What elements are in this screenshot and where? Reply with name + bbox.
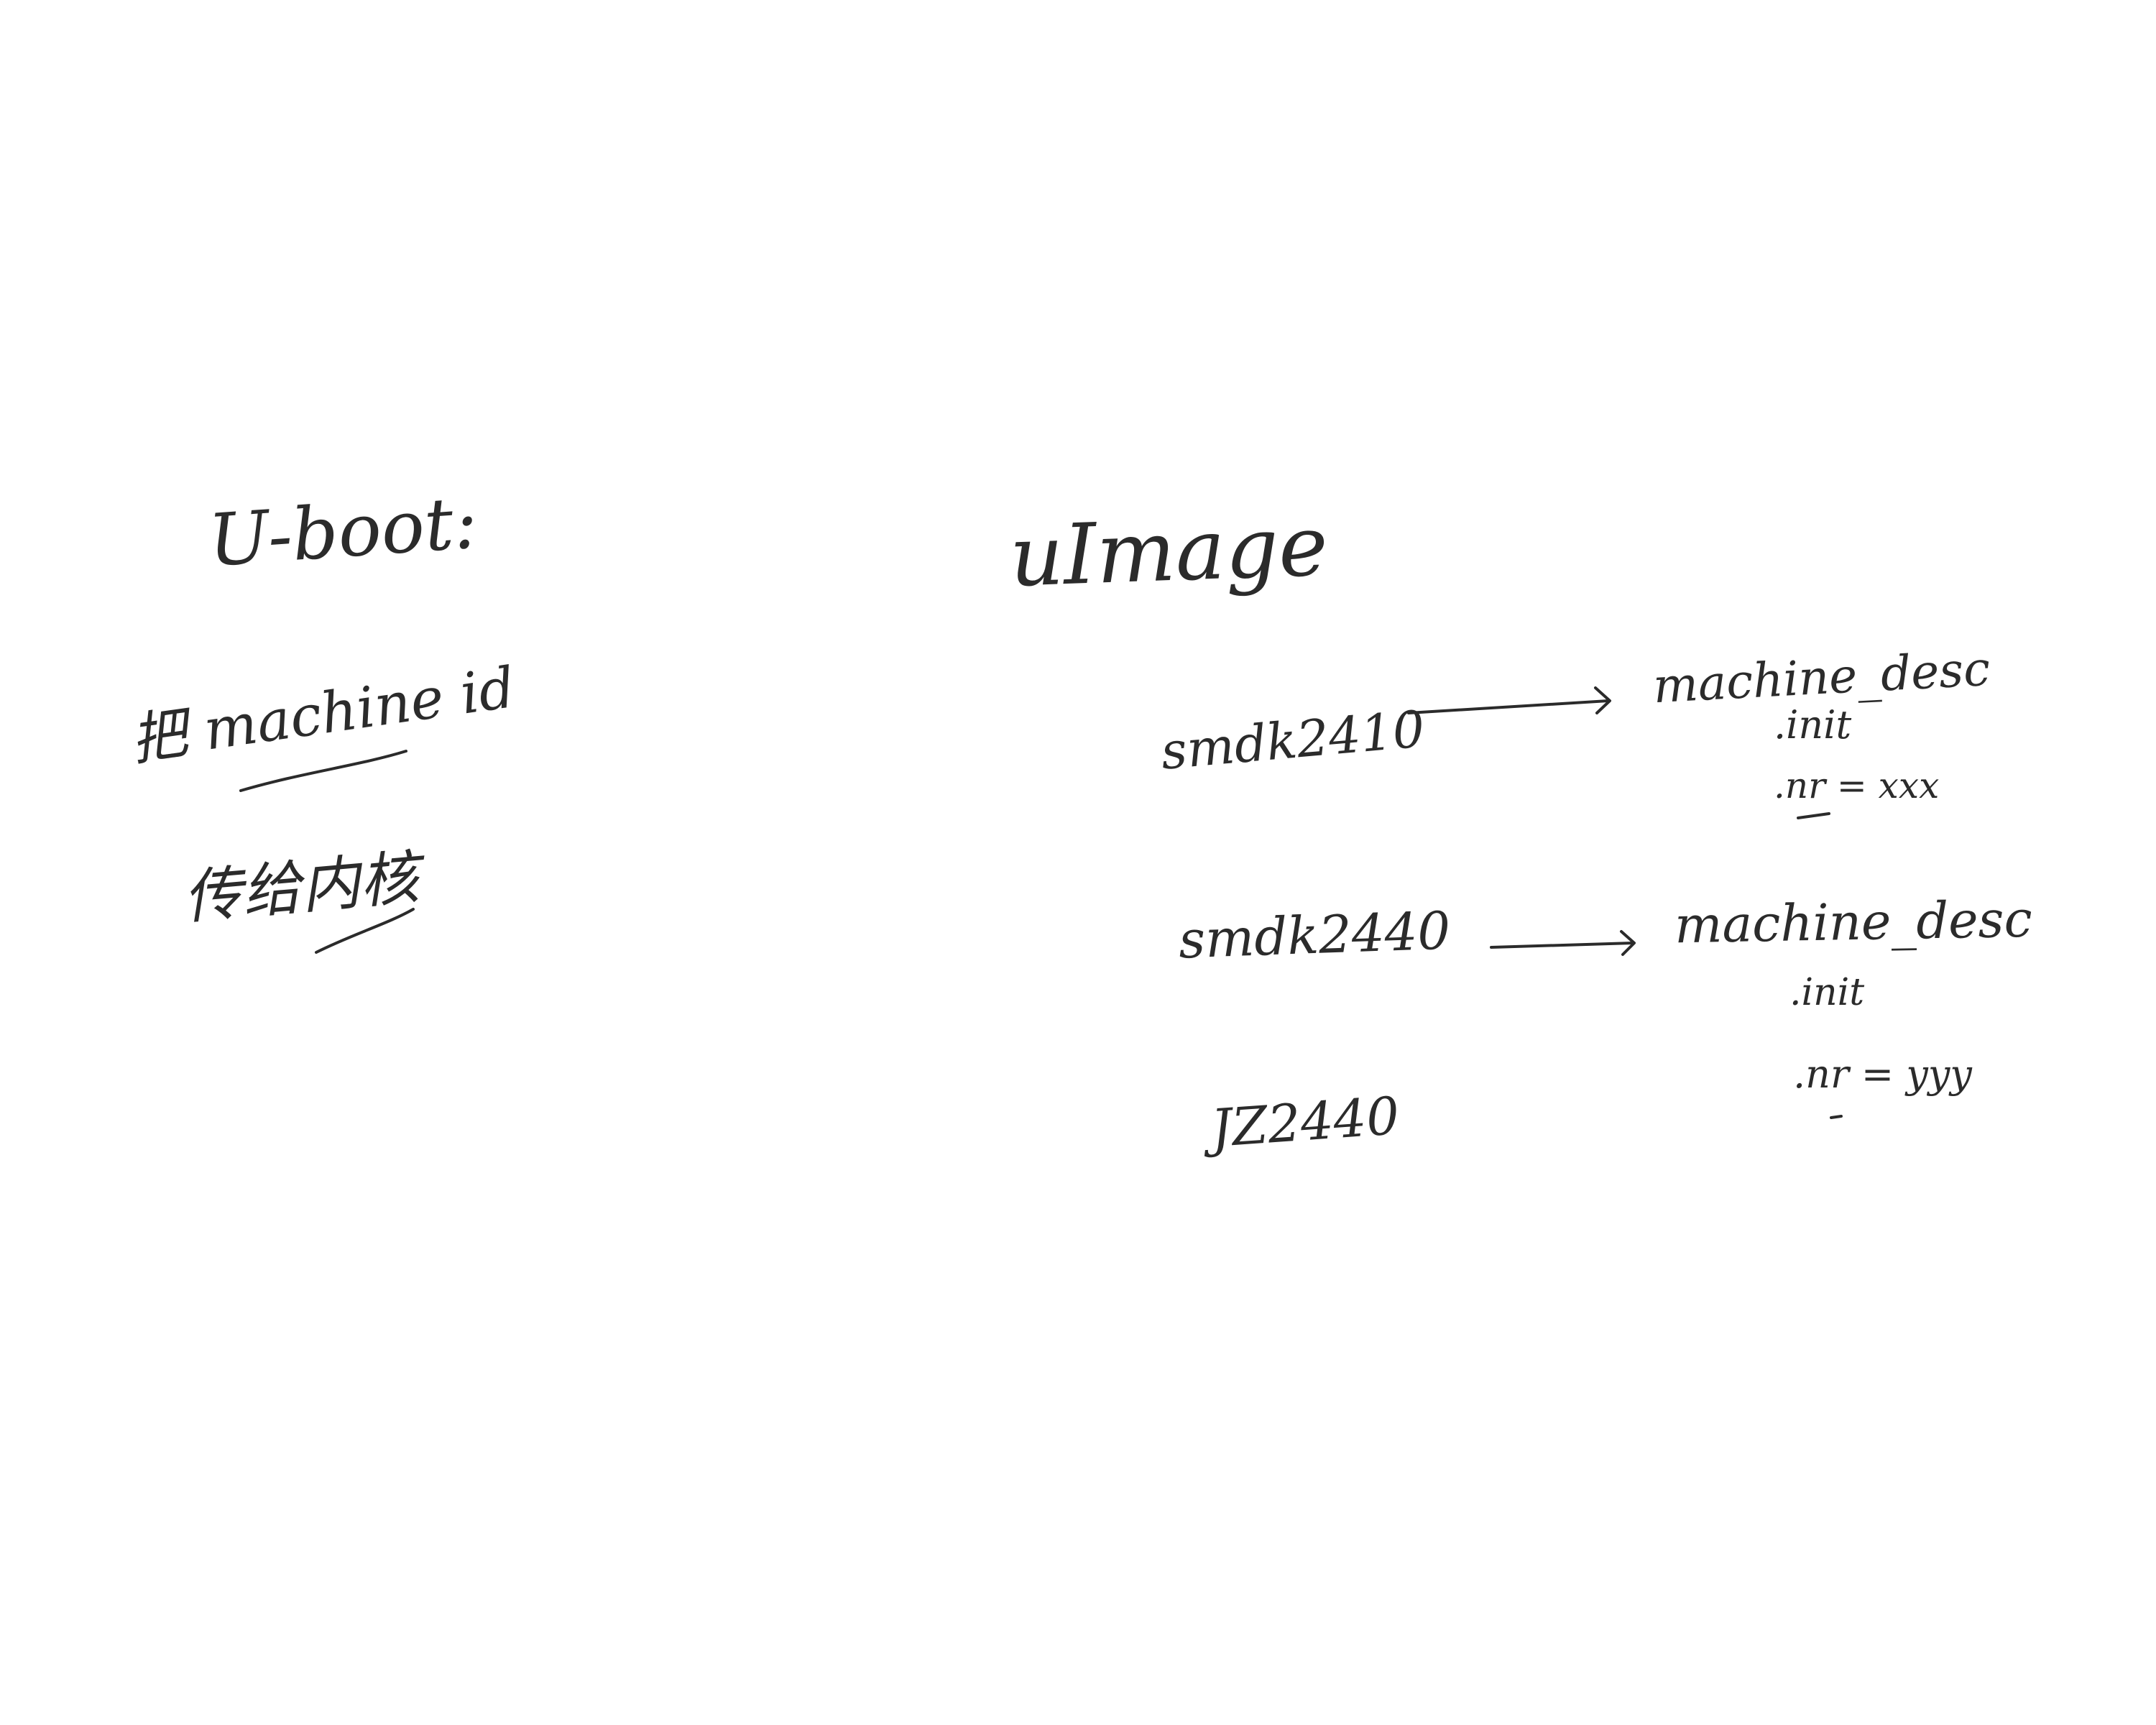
underline-kernel — [315, 908, 415, 954]
machine-desc-2-nr: .nr = yyy — [1793, 1052, 1972, 1097]
machine-desc-1-nr: .nr = xxx — [1774, 765, 1940, 806]
machine-desc-1-init: .init — [1774, 702, 1852, 748]
underline-nr-2 — [1830, 1115, 1843, 1119]
arrow-1-shaft — [1407, 699, 1610, 714]
arrow-2-shaft — [1490, 942, 1634, 949]
arrow-1-head — [1594, 686, 1611, 714]
underline-nr-1 — [1797, 812, 1830, 819]
arrow-2-head — [1620, 930, 1636, 956]
machine-desc-2-init: .init — [1789, 971, 1865, 1014]
underline-machine — [239, 750, 407, 792]
